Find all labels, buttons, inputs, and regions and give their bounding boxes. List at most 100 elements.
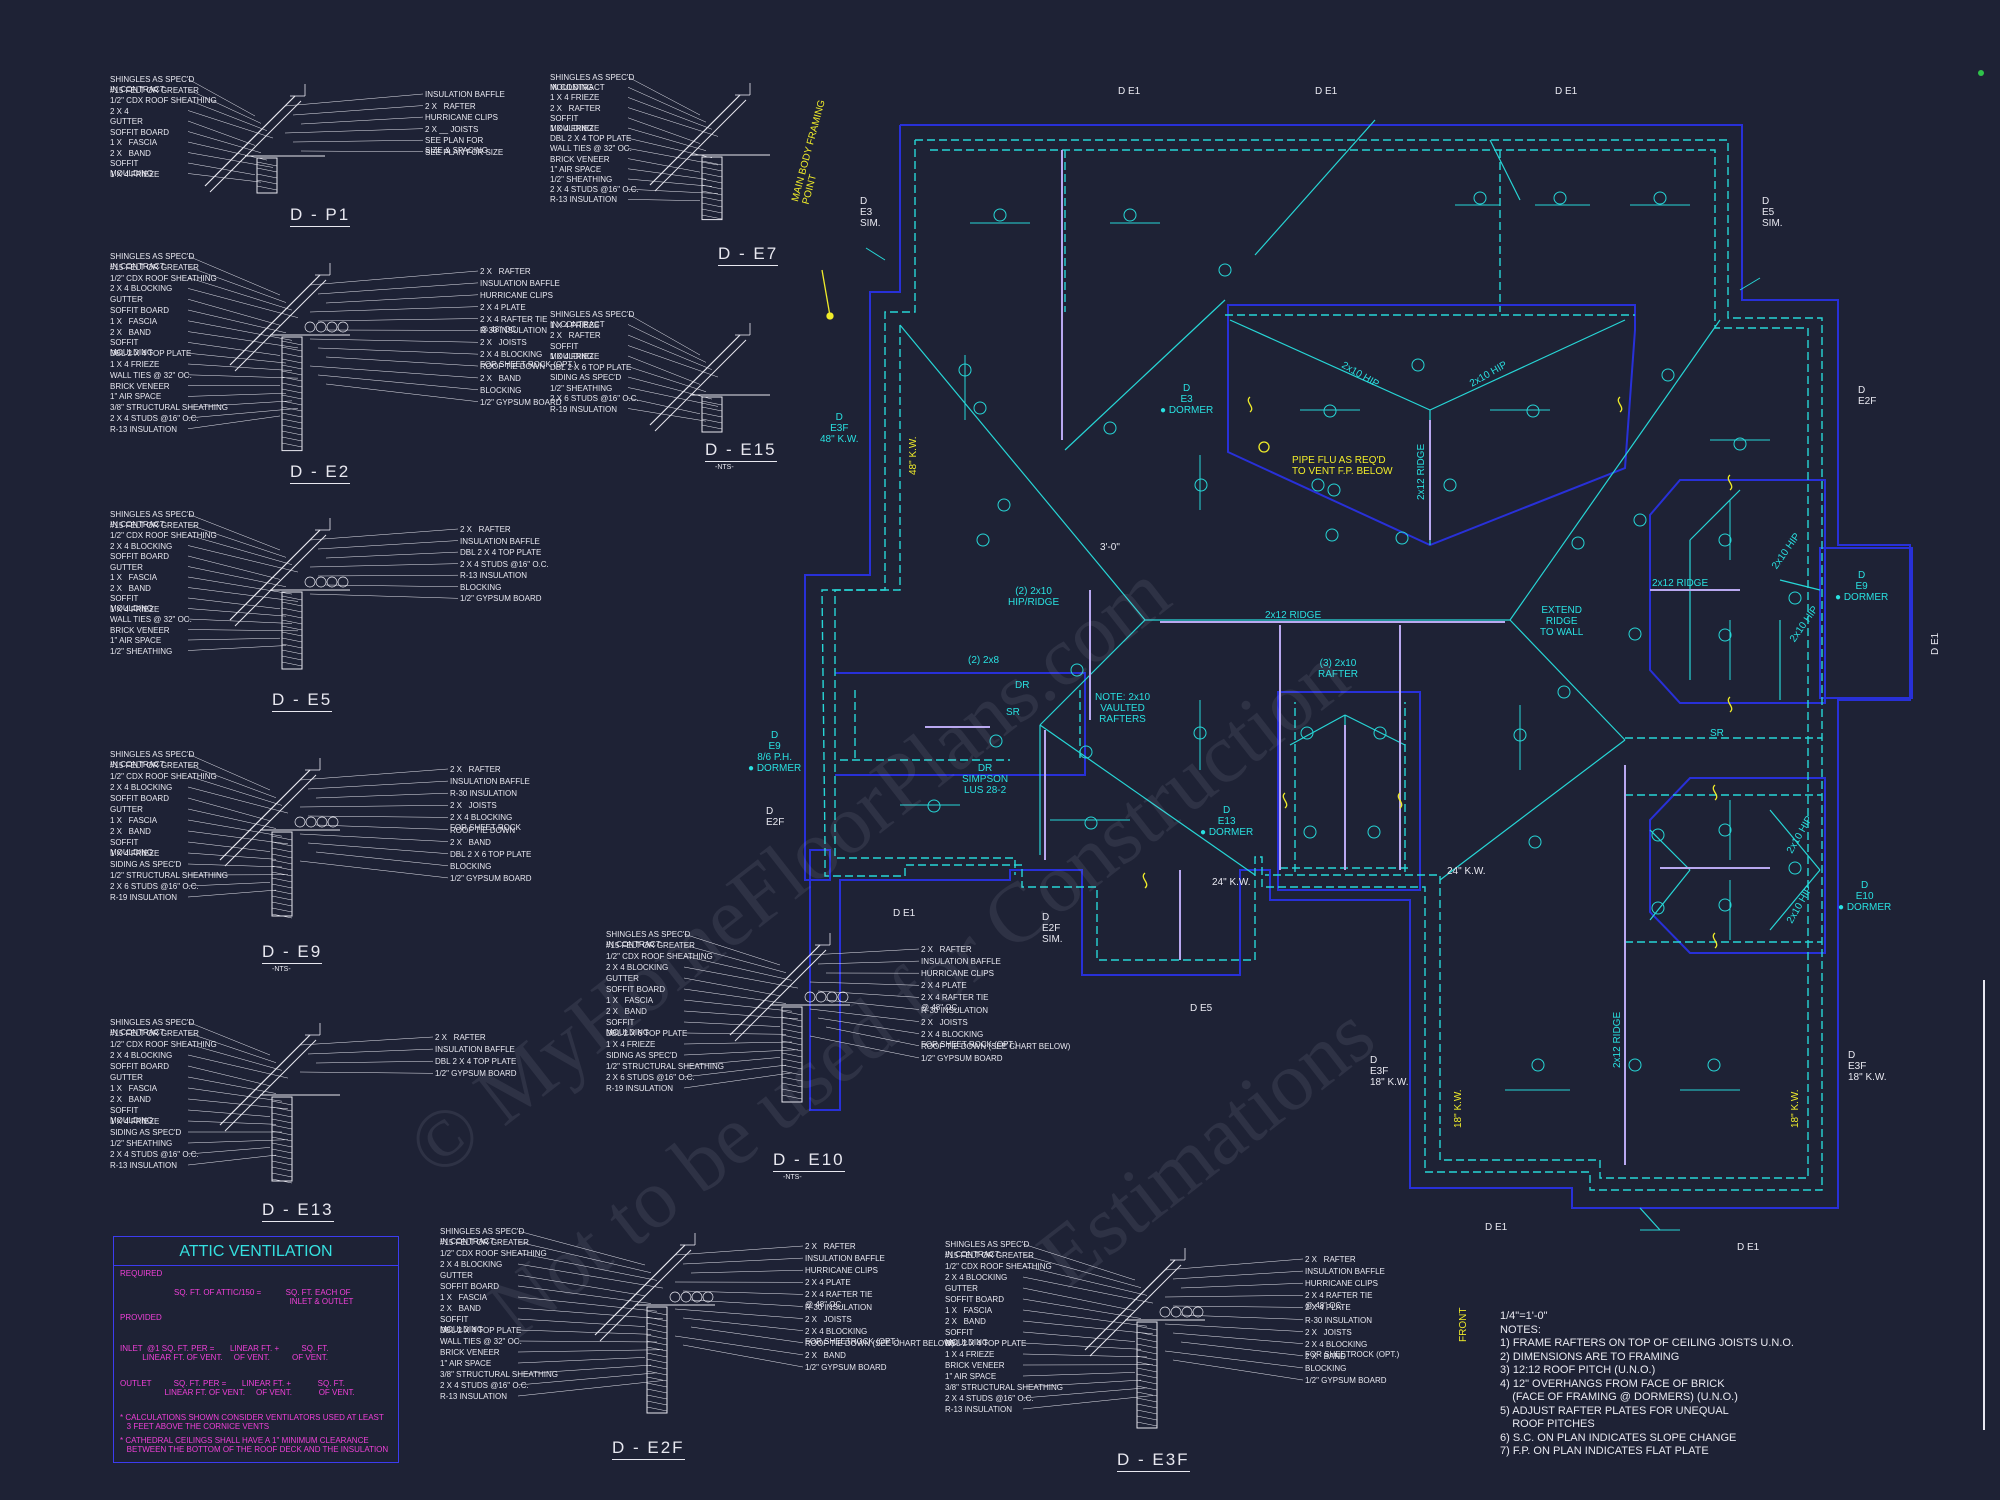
leader-line (517, 1263, 664, 1289)
brick-hatch (271, 847, 293, 853)
brick-hatch (701, 424, 723, 430)
brick-hatch (1136, 1409, 1158, 1415)
detail-callout: 2 X RAFTER (805, 1242, 856, 1251)
roof-slope (219, 769, 311, 861)
brick-hatch (646, 1388, 668, 1394)
leader-line (187, 1098, 289, 1110)
brick-hatch (781, 1028, 803, 1034)
brick-hatch (281, 655, 303, 661)
detail-callout: DBL 2 X 4 TOP PLATE (460, 548, 542, 558)
detail-callout: DBL 2 X 4 TOP PLATE (945, 1339, 1027, 1348)
detail-callout: 2 X 6 STUDS @16" O.C. (606, 1073, 695, 1082)
leader-line (187, 775, 283, 806)
brick-hatch (256, 161, 278, 167)
detail-callout: SOFFIT BOARD (110, 1062, 169, 1071)
detail-callout: 2 X 4 (110, 106, 129, 116)
leader-line (690, 1299, 804, 1307)
detail-callout: 1/2" CDX ROOF SHEATHING (440, 1249, 547, 1258)
leader-line (683, 944, 787, 973)
leader-line (187, 415, 281, 430)
detail-callout: 1/2" GYPSUM BOARD (460, 594, 542, 604)
leader-line (627, 313, 701, 356)
detail-callout: GUTTER (606, 974, 639, 983)
leader-line (187, 1087, 283, 1102)
note-item: 1) FRAME RAFTERS ON TOP OF CEILING JOIST… (1500, 1337, 1794, 1349)
detail-callout: SOFFIT MOULDING (110, 594, 154, 613)
leader-line (307, 842, 449, 854)
brick-hatch (781, 1064, 803, 1070)
detail-callout: SOFFIT BOARD (440, 1282, 499, 1291)
insulation-symbol (327, 816, 339, 828)
detail-callout: SHINGLES AS SPEC'D IN CONTRACT (110, 75, 195, 94)
detail-callout: 2 X JOISTS (480, 338, 527, 348)
detail-title: D - E2 (290, 462, 350, 484)
detail-callout: GUTTER (110, 805, 143, 814)
detail-callout: 2 X 4 STUDS @16" O.C. (110, 1150, 199, 1159)
leader-line (1022, 1265, 1148, 1296)
section-tag-3: D E1 (1555, 86, 1578, 97)
rafter-line (234, 279, 327, 372)
brick-hatch (701, 208, 723, 214)
kw-18-label: 18" K.W. (1453, 1089, 1464, 1128)
leader-line (683, 988, 787, 1004)
detail-callout: 2 X JOISTS (450, 801, 497, 811)
leader-line (299, 860, 449, 879)
brick-hatch (271, 1166, 293, 1172)
leader-line (309, 563, 459, 568)
detail-callout: 2 X 4 BLOCKING FOR SHEET ROCK (450, 813, 521, 833)
leader-line (809, 948, 920, 956)
brick-hatch (271, 907, 293, 913)
brick-hatch (1136, 1325, 1158, 1331)
brick-hatch (1136, 1361, 1158, 1367)
brick-hatch (701, 418, 723, 424)
leader-line (627, 148, 719, 166)
brick-hatch (281, 661, 303, 667)
brick-hatch (781, 1040, 803, 1046)
leader-line (187, 1032, 277, 1063)
leader-line (627, 117, 701, 144)
brick-hatch (781, 1046, 803, 1052)
section-tag-2: D E1 (1315, 86, 1338, 97)
leader-line (690, 1269, 804, 1274)
leader-line (683, 1049, 799, 1056)
brick-hatch (646, 1310, 668, 1316)
insulation-symbol (804, 991, 816, 1003)
general-notes: 1/4"=1'-0" NOTES: 1) FRAME RAFTERS ON TO… (1500, 1310, 1794, 1459)
attic-title: ATTIC VENTILATION (114, 1237, 398, 1266)
leader-line (627, 334, 713, 370)
detail-callout: 1 X FASCIA (945, 1306, 993, 1315)
brick-hatch (271, 841, 293, 847)
detail-callout: 2 X RAFTER (921, 945, 972, 954)
leader-line (683, 977, 781, 997)
leader-line (187, 162, 256, 176)
detail-callout: 2 X 4 PLATE (1305, 1303, 1351, 1313)
detail-callout: 1" AIR SPACE (110, 392, 162, 402)
detail-callout: 1 X 4 FRIEZE (550, 320, 600, 330)
detail-callout: INSULATION BAFFLE (460, 536, 540, 546)
leader-line (627, 97, 713, 130)
insulation-symbol (669, 1291, 681, 1303)
detail-callout: #15 FELT OR GREATER (110, 761, 199, 770)
detail-callout: 2 X RAFTER (480, 267, 531, 276)
leader-line (187, 352, 287, 364)
leader-line (517, 1372, 658, 1386)
e2f-sim-label: D E2F SIM. (1042, 912, 1063, 945)
detail-callout: HURRICANE CLIPS (805, 1266, 878, 1276)
pipe-flu-label: PIPE FLU AS REQ'D TO VENT F.P. BELOW (1292, 455, 1393, 477)
leader-line (682, 1344, 804, 1368)
detail-callout: SHINGLES AS SPEC'D IN CONTRACT (110, 510, 195, 529)
leader-line (1022, 1298, 1142, 1319)
front-label: FRONT (1458, 1307, 1469, 1342)
brick-hatch (1136, 1403, 1158, 1409)
leader-line (187, 99, 268, 131)
detail-callout: 1 X 4 FRIEZE (550, 124, 600, 133)
ridge-vertical-label-2: 2x12 RIDGE (1612, 1011, 1623, 1068)
brick-hatch (701, 166, 723, 172)
leader-line (682, 1257, 804, 1265)
leader-line (187, 753, 271, 791)
insulation-symbol (691, 1291, 703, 1303)
kw-24-label-2: 24" K.W. (1447, 866, 1486, 877)
brick-hatch (281, 637, 303, 643)
leader-line (187, 587, 299, 602)
